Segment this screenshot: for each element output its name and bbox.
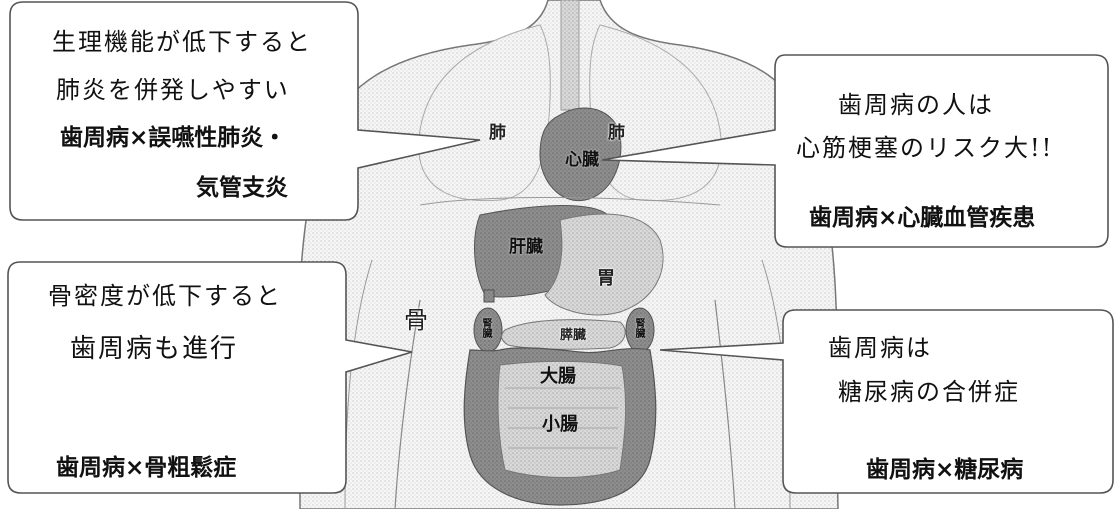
heart-title: 歯周病×心臓血管疾患	[809, 198, 1035, 232]
gallbladder-shape	[484, 290, 494, 302]
organ-label-kidney-right: 腎臓	[631, 318, 646, 338]
organ-label-large-intestine: 大腸	[540, 362, 576, 388]
organ-label-small-intestine: 小腸	[542, 410, 578, 436]
diabetes-note-line1: 歯周病は	[828, 328, 932, 363]
heart-note-line1: 歯周病の人は	[838, 85, 994, 120]
organ-label-lung-left: 肺	[489, 118, 506, 143]
organ-label-lung-right: 肺	[608, 118, 625, 143]
bone-note-line2: 歯周病も進行	[70, 328, 238, 365]
organ-label-pancreas: 膵臓	[560, 324, 586, 343]
organ-label-heart: 心臓	[565, 145, 599, 170]
lung-title-line2: 気管支炎	[196, 168, 288, 202]
bone-title: 歯周病×骨粗鬆症	[56, 448, 236, 482]
diabetes-title: 歯周病×糖尿病	[866, 450, 1023, 484]
organ-label-liver: 肝臓	[509, 232, 543, 257]
lung-note-line1: 生理機能が低下すると	[52, 22, 312, 57]
bone-note-line1: 骨密度が低下すると	[48, 276, 282, 311]
diabetes-note-line2: 糖尿病の合併症	[838, 372, 1020, 407]
organ-label-stomach: 胃	[597, 264, 615, 290]
lung-title-line1: 歯周病×誤嚥性肺炎・	[60, 118, 286, 152]
lung-note-line2: 肺炎を併発しやすい	[56, 70, 290, 105]
organ-label-kidney-left: 腎臓	[478, 318, 493, 338]
organ-label-bone: 骨	[404, 300, 430, 335]
heart-note-line2: 心筋梗塞のリスク大!!	[796, 128, 1053, 163]
